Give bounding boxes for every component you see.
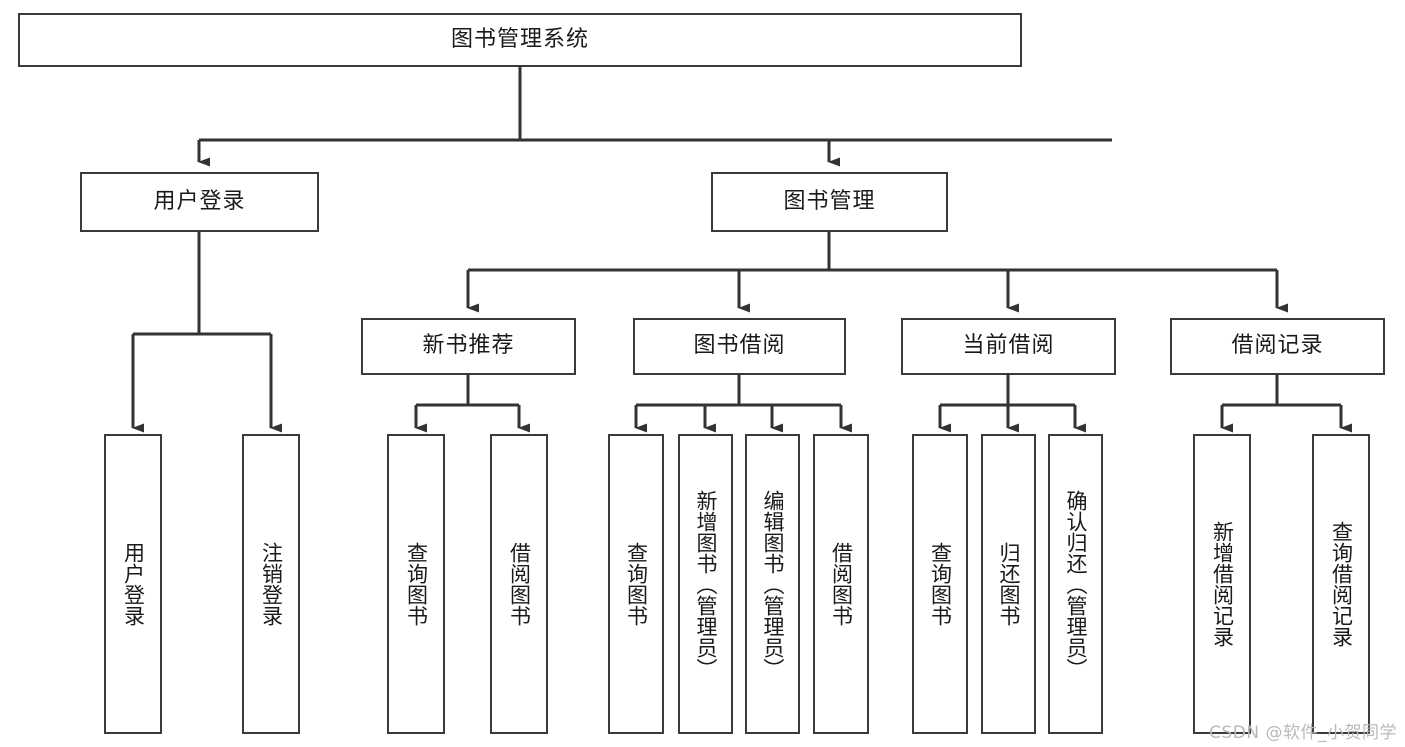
node-label: 新书推荐 <box>422 333 515 359</box>
node-current-borrow[interactable]: 当前借阅 <box>901 318 1116 375</box>
leaf-user-login-logout[interactable]: 注销登录 <box>242 434 300 734</box>
node-label: 确认归还（管理员） <box>1063 489 1088 679</box>
node-label: 用户登录 <box>153 188 246 214</box>
node-label: 注销登录 <box>259 542 284 626</box>
leaf-user-login-login[interactable]: 用户登录 <box>104 434 162 734</box>
node-label: 新增借阅记录 <box>1210 521 1235 647</box>
node-label: 查询图书 <box>624 542 649 626</box>
node-label: 图书管理 <box>783 188 876 214</box>
csdn-watermark: CSDN @软件_小贺同学 <box>1209 723 1397 743</box>
node-new-book-recommend[interactable]: 新书推荐 <box>361 318 576 375</box>
node-root-system[interactable]: 图书管理系统 <box>18 13 1022 67</box>
leaf-recommend-borrow-book[interactable]: 借阅图书 <box>490 434 548 734</box>
node-book-borrow[interactable]: 图书借阅 <box>633 318 846 375</box>
node-user-login[interactable]: 用户登录 <box>80 172 319 232</box>
leaf-record-query-record[interactable]: 查询借阅记录 <box>1312 434 1370 734</box>
node-label: 借阅记录 <box>1231 333 1324 359</box>
node-label: 编辑图书（管理员） <box>760 489 785 679</box>
leaf-borrow-edit-book-admin[interactable]: 编辑图书（管理员） <box>745 434 800 734</box>
node-label: 查询图书 <box>928 542 953 626</box>
node-label: 借阅图书 <box>829 542 854 626</box>
node-label: 借阅图书 <box>507 542 532 626</box>
node-label: 图书借阅 <box>693 333 786 359</box>
node-label: 查询借阅记录 <box>1329 521 1354 647</box>
node-borrow-record[interactable]: 借阅记录 <box>1170 318 1385 375</box>
leaf-borrow-borrow-book[interactable]: 借阅图书 <box>813 434 869 734</box>
node-label: 当前借阅 <box>962 333 1055 359</box>
leaf-current-return-book[interactable]: 归还图书 <box>981 434 1036 734</box>
leaf-borrow-query-book[interactable]: 查询图书 <box>608 434 664 734</box>
node-label: 归还图书 <box>996 542 1021 626</box>
node-label: 用户登录 <box>121 542 146 626</box>
leaf-record-add-record[interactable]: 新增借阅记录 <box>1193 434 1251 734</box>
node-label: 图书管理系统 <box>450 26 589 52</box>
node-book-management[interactable]: 图书管理 <box>711 172 948 232</box>
leaf-current-confirm-return-admin[interactable]: 确认归还（管理员） <box>1048 434 1103 734</box>
node-label: 新增图书（管理员） <box>693 489 718 679</box>
leaf-recommend-query-book[interactable]: 查询图书 <box>387 434 445 734</box>
leaf-current-query-book[interactable]: 查询图书 <box>912 434 968 734</box>
leaf-borrow-add-book-admin[interactable]: 新增图书（管理员） <box>678 434 733 734</box>
node-label: 查询图书 <box>404 542 429 626</box>
